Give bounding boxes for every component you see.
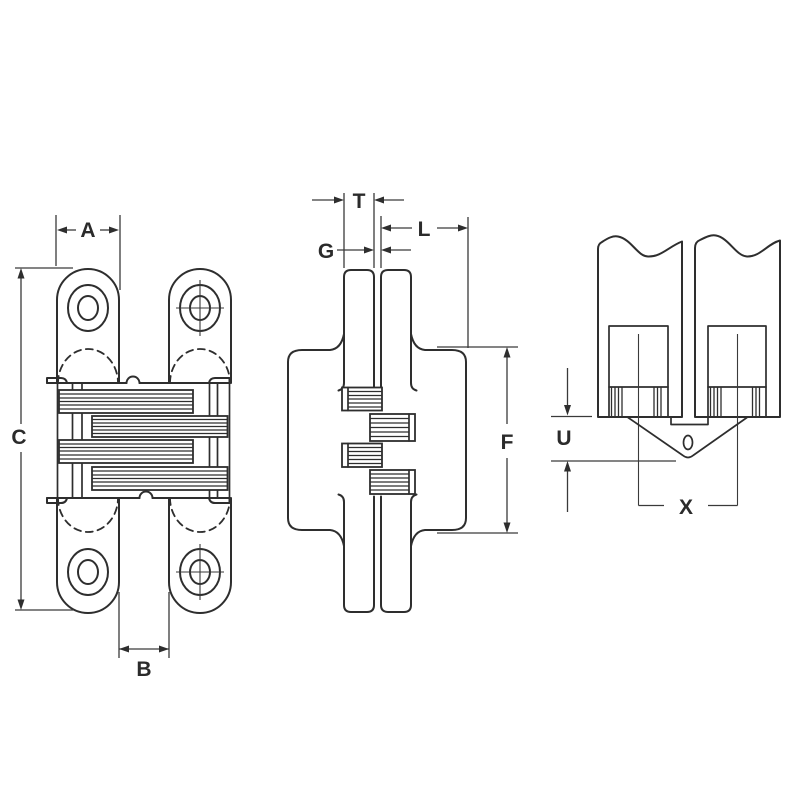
dim-label-a: A [80, 219, 95, 242]
dim-label-b: B [136, 658, 151, 681]
installed-leaf-v [627, 416, 748, 459]
installed-centerlines [637, 334, 739, 506]
dim-F: F [437, 346, 518, 534]
installed-mortise-left [608, 325, 669, 418]
dim-label-l: L [418, 218, 431, 241]
dim-label-c: C [11, 426, 26, 449]
dim-C: C [11, 267, 73, 611]
dim-U: U [551, 368, 676, 512]
dim-label-g: G [318, 240, 334, 263]
front-link-bars [58, 389, 229, 491]
dim-label-u: U [556, 427, 571, 450]
dim-label-t: T [353, 190, 366, 213]
front-tabs [56, 268, 232, 614]
dim-L: L [380, 216, 469, 348]
front-screw-holes [67, 280, 224, 600]
dim-B: B [118, 592, 170, 681]
front-lower-plate-edge [46, 490, 231, 504]
installed-view: U X [551, 234, 781, 519]
dim-T: T [312, 190, 404, 268]
installed-center-plug [670, 416, 709, 426]
dim-label-f: F [501, 431, 514, 454]
front-view: A C B [11, 215, 232, 681]
installed-mortise-right [707, 325, 767, 418]
dim-X: X [638, 496, 738, 519]
installed-panels [597, 234, 781, 418]
front-hidden-arcs [57, 348, 231, 533]
front-upper-plate-edge [46, 375, 231, 384]
side-view: T L G F [287, 190, 518, 613]
dim-A: A [55, 215, 121, 290]
dim-label-x: X [679, 496, 693, 519]
dim-G: G [318, 240, 411, 263]
side-link-blocks [341, 386, 416, 495]
side-body [287, 333, 467, 547]
hole-centerline-cross [176, 280, 224, 600]
